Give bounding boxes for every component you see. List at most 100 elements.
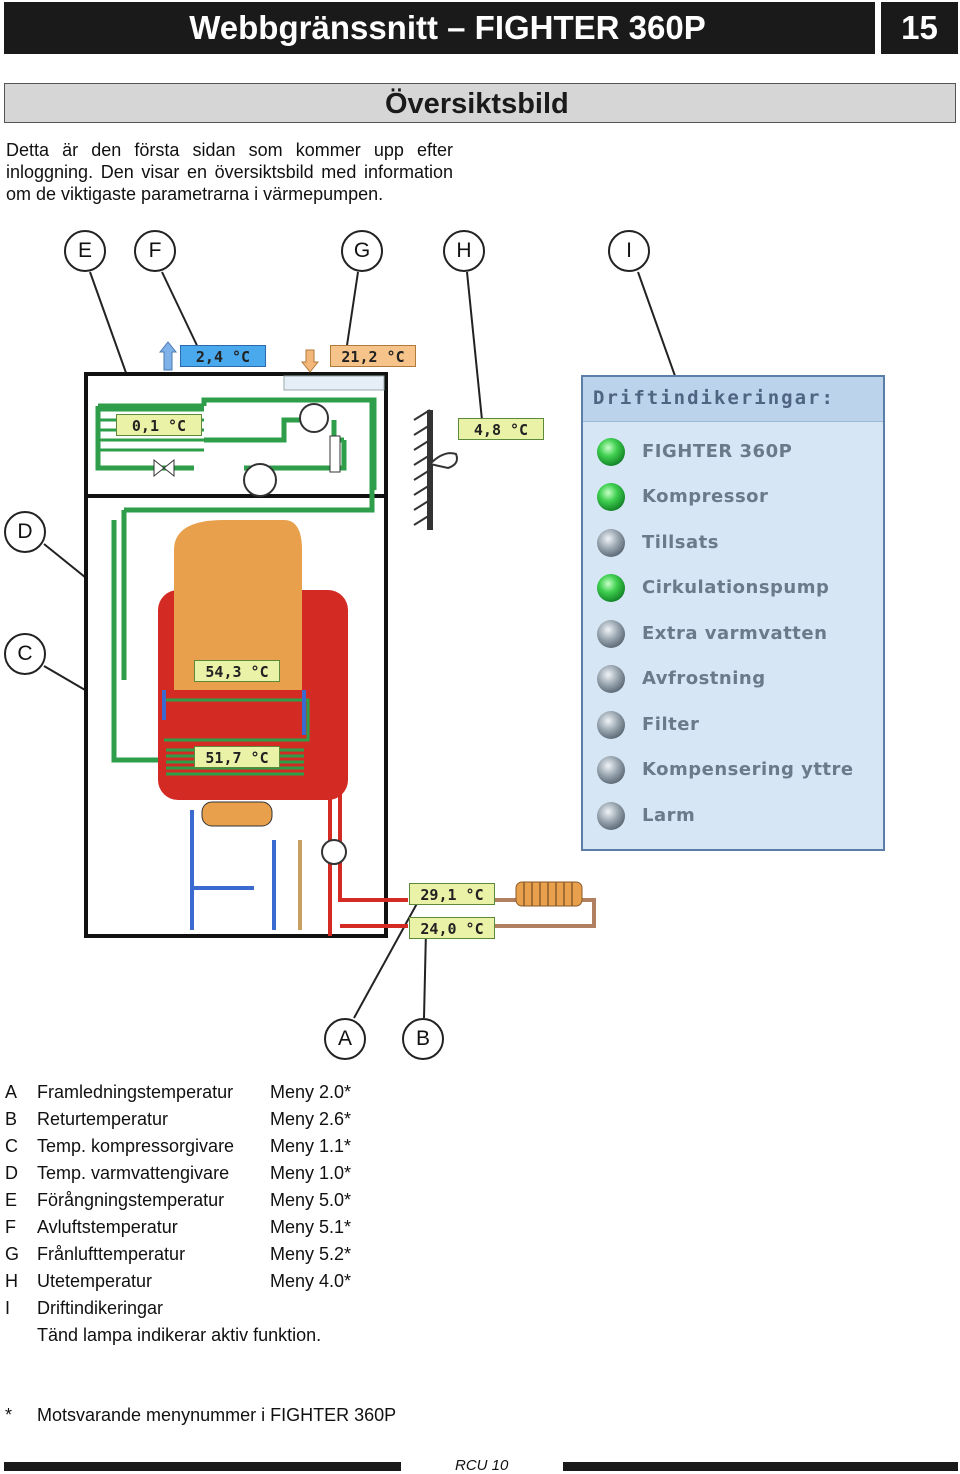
legend-key: E [5, 1190, 18, 1210]
callout-g: G [341, 230, 383, 272]
expansion-valve-icon [153, 458, 175, 478]
legend-row: D Temp. varmvattengivare Meny 1.0* [5, 1163, 405, 1190]
temp-return: 24,0 °C [409, 917, 495, 939]
status-panel: Driftindikeringar: FIGHTER 360P Kompress… [581, 375, 885, 851]
expansion-vessel [201, 801, 273, 827]
status-panel-title: Driftindikeringar: [593, 387, 835, 409]
status-label: Avfrostning [642, 668, 766, 689]
status-item-avfrostning: Avfrostning [597, 663, 882, 695]
legend-text: Driftindikeringar [37, 1298, 164, 1318]
footnote-text: Motsvarande menynummer i FIGHTER 360P [37, 1405, 397, 1425]
status-lamp-icon [597, 620, 625, 648]
legend-menu: Meny 4.0* [270, 1271, 352, 1291]
legend-menu: Meny 1.0* [270, 1163, 352, 1183]
callout-b: B [402, 1018, 444, 1060]
callout-a: A [324, 1018, 366, 1060]
fan-icon [299, 403, 329, 433]
legend-menu: Meny 5.1* [270, 1217, 352, 1237]
temp-evaporator: 0,1 °C [116, 414, 202, 436]
filter-dryer-icon [329, 435, 341, 473]
status-item-tillsats: Tillsats [597, 527, 882, 559]
legend-row: E Förångningstemperatur Meny 5.0* [5, 1190, 405, 1217]
status-lamp-icon [597, 438, 625, 466]
status-lamp-icon [597, 711, 625, 739]
status-label: Larm [642, 805, 696, 826]
header-title: Webbgränssnitt – FIGHTER 360P [189, 9, 706, 46]
footer-rule-right [563, 1462, 958, 1471]
temp-outdoor: 4,8 °C [458, 418, 544, 440]
status-label: Extra varmvatten [642, 623, 828, 644]
status-label: Kompensering yttre [642, 759, 854, 780]
status-item-cirkulationspump: Cirkulationspump [597, 572, 882, 604]
footer-label: RCU 10 [455, 1457, 509, 1474]
page-number: 15 [881, 2, 958, 54]
section-title: Översiktsbild [385, 88, 569, 120]
legend-row: G Frånlufttemperatur Meny 5.2* [5, 1244, 405, 1271]
temp-flow: 29,1 °C [409, 883, 495, 905]
status-item-filter: Filter [597, 709, 882, 741]
legend-key: H [5, 1271, 18, 1291]
footer-rule-left [4, 1462, 401, 1471]
legend-menu: Meny 1.1* [270, 1136, 352, 1156]
exhaust-arrow-icon [158, 341, 178, 371]
legend-text: Avluftstemperatur [37, 1217, 178, 1237]
legend-key: F [5, 1217, 16, 1237]
legend-text: Returtemperatur [37, 1109, 169, 1129]
status-label: Tillsats [642, 532, 719, 553]
legend-text: Framledningstemperatur [37, 1082, 234, 1102]
header-title-bar: Webbgränssnitt – FIGHTER 360P [4, 2, 875, 54]
footnote-symbol: * [5, 1405, 13, 1425]
callout-i: I [608, 230, 650, 272]
compressor-icon [243, 463, 277, 497]
status-item-larm: Larm [597, 800, 882, 832]
status-panel-header: Driftindikeringar: [583, 377, 883, 422]
callout-f: F [134, 230, 176, 272]
legend-text: Frånlufttemperatur [37, 1244, 186, 1264]
intro-paragraph: Detta är den första sidan som kommer upp… [6, 140, 453, 204]
heat-pump-diagram [84, 341, 596, 938]
status-label: Filter [642, 714, 700, 735]
legend-menu: Meny 5.0* [270, 1190, 352, 1210]
legend-key: D [5, 1163, 18, 1183]
status-item-kompressor: Kompressor [597, 481, 882, 513]
status-lamp-icon [597, 665, 625, 693]
legend-key: G [5, 1244, 20, 1264]
legend-text: Tänd lampa indikerar aktiv funktion. [37, 1325, 322, 1345]
callout-h: H [443, 230, 485, 272]
section-bar: Översiktsbild [4, 83, 956, 123]
status-lamp-icon [597, 574, 625, 602]
legend-text: Temp. varmvattengivare [37, 1163, 230, 1183]
legend-key: B [5, 1109, 18, 1129]
legend-row: H Utetemperatur Meny 4.0* [5, 1271, 405, 1298]
legend-text: Utetemperatur [37, 1271, 153, 1291]
temp-hotwater: 54,3 °C [194, 660, 280, 682]
legend-row: C Temp. kompressorgivare Meny 1.1* [5, 1136, 405, 1163]
circulation-pump-icon [321, 839, 347, 865]
status-label: Cirkulationspump [642, 577, 830, 598]
callout-d: D [4, 511, 46, 553]
status-lamp-icon [597, 802, 625, 830]
legend-row: Tänd lampa indikerar aktiv funktion. [5, 1325, 405, 1352]
status-item-fighter: FIGHTER 360P [597, 436, 882, 468]
legend-menu: Meny 2.6* [270, 1109, 352, 1129]
legend-key: I [5, 1298, 11, 1318]
legend-text: Temp. kompressorgivare [37, 1136, 235, 1156]
legend-row: B Returtemperatur Meny 2.6* [5, 1109, 405, 1136]
status-lamp-icon [597, 529, 625, 557]
legend-menu: Meny 5.2* [270, 1244, 352, 1264]
legend-key: A [5, 1082, 18, 1102]
temp-extract: 21,2 °C [330, 345, 416, 367]
callout-e: E [64, 230, 106, 272]
status-item-kompensering: Kompensering yttre [597, 754, 882, 786]
intake-arrow-icon [300, 349, 320, 373]
legend-text: Förångningstemperatur [37, 1190, 225, 1210]
temp-exhaust: 2,4 °C [180, 345, 266, 367]
legend-row: I Driftindikeringar [5, 1298, 405, 1325]
legend-menu: Meny 2.0* [270, 1082, 352, 1102]
callout-c: C [4, 633, 46, 675]
legend-row: F Avluftstemperatur Meny 5.1* [5, 1217, 405, 1244]
status-label: FIGHTER 360P [642, 441, 793, 462]
status-lamp-icon [597, 483, 625, 511]
legend-key: C [5, 1136, 18, 1156]
outdoor-sensor-icon [428, 452, 458, 470]
